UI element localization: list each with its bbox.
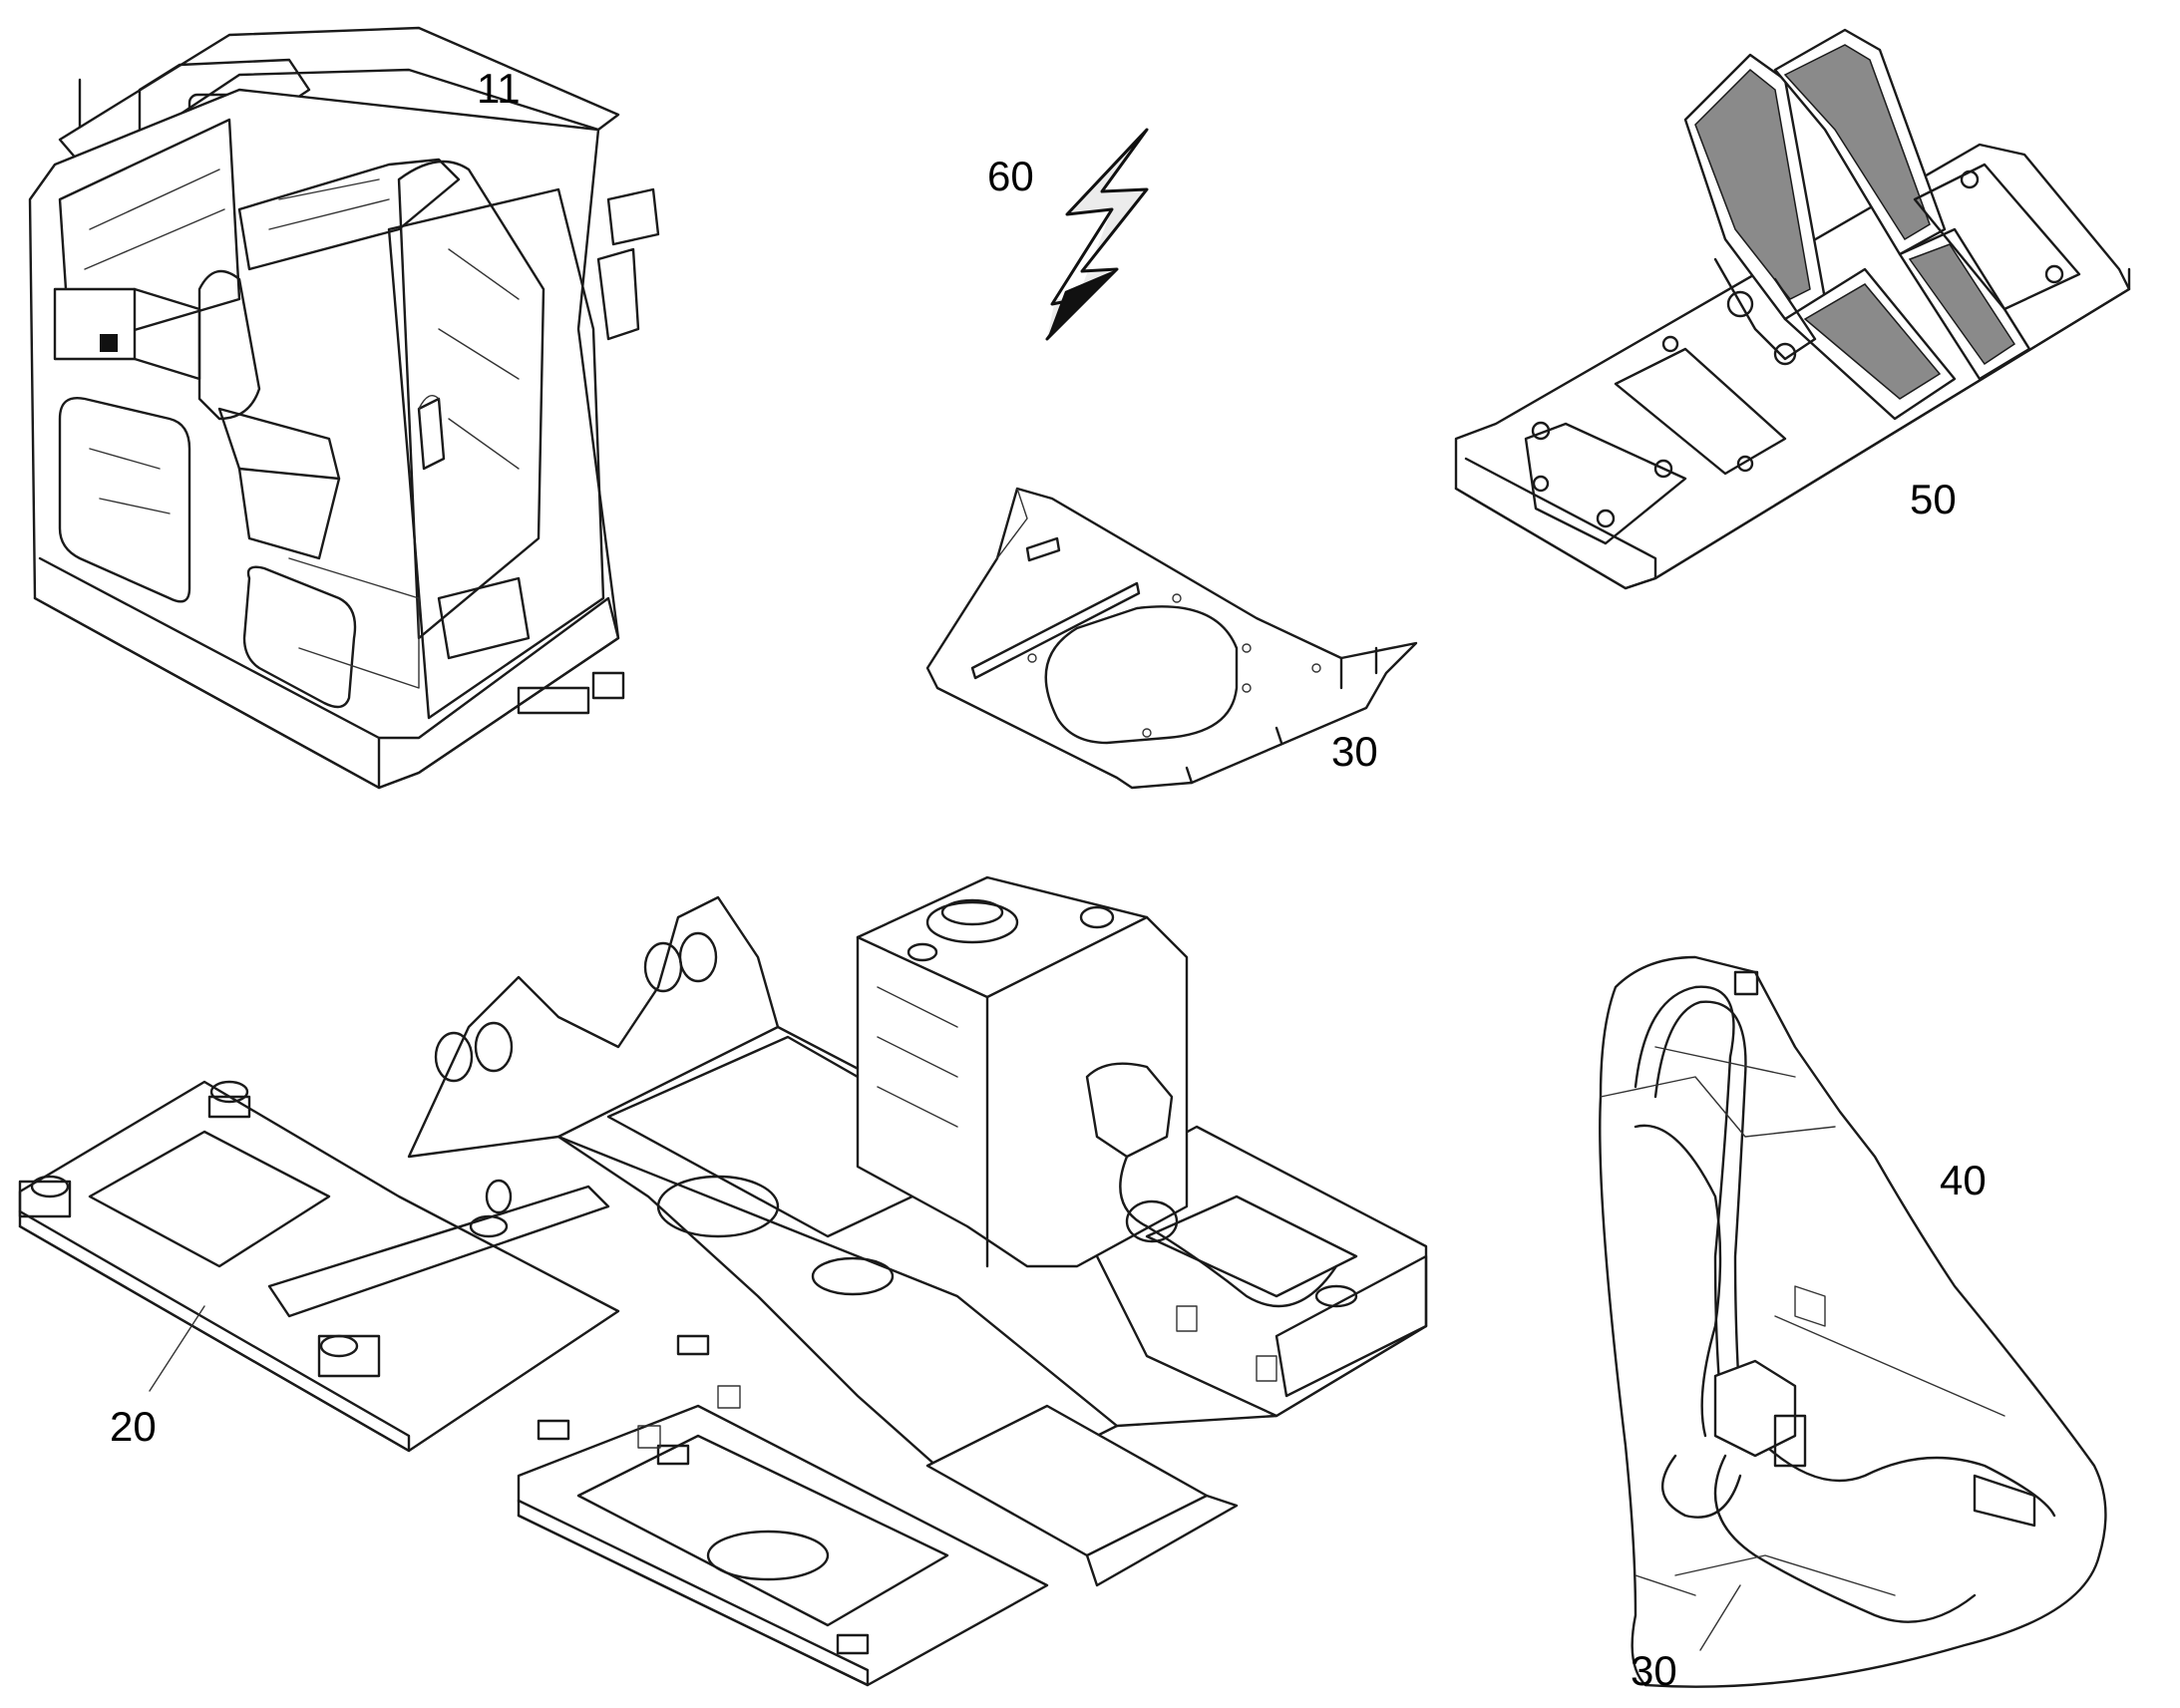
hoses-detail-drawing — [1599, 955, 2107, 1688]
frame-drawing — [18, 875, 1428, 1687]
lightning-bolt-icon — [1045, 128, 1149, 341]
callout-pedals: 50 — [1910, 476, 1957, 522]
cab-drawing — [28, 26, 660, 790]
callout-hoses-detail: 40 — [1940, 1157, 1987, 1203]
callout-cab: 11 — [477, 65, 521, 112]
callout-hoses-detail-plate: 30 — [1631, 1647, 1677, 1694]
callout-frame: 20 — [110, 1403, 157, 1450]
callout-floor-plate: 30 — [1331, 728, 1378, 775]
pedals-drawing — [1454, 28, 2131, 590]
floor-plate-drawing — [925, 487, 1418, 790]
callout-symbol: 60 — [987, 153, 1034, 199]
